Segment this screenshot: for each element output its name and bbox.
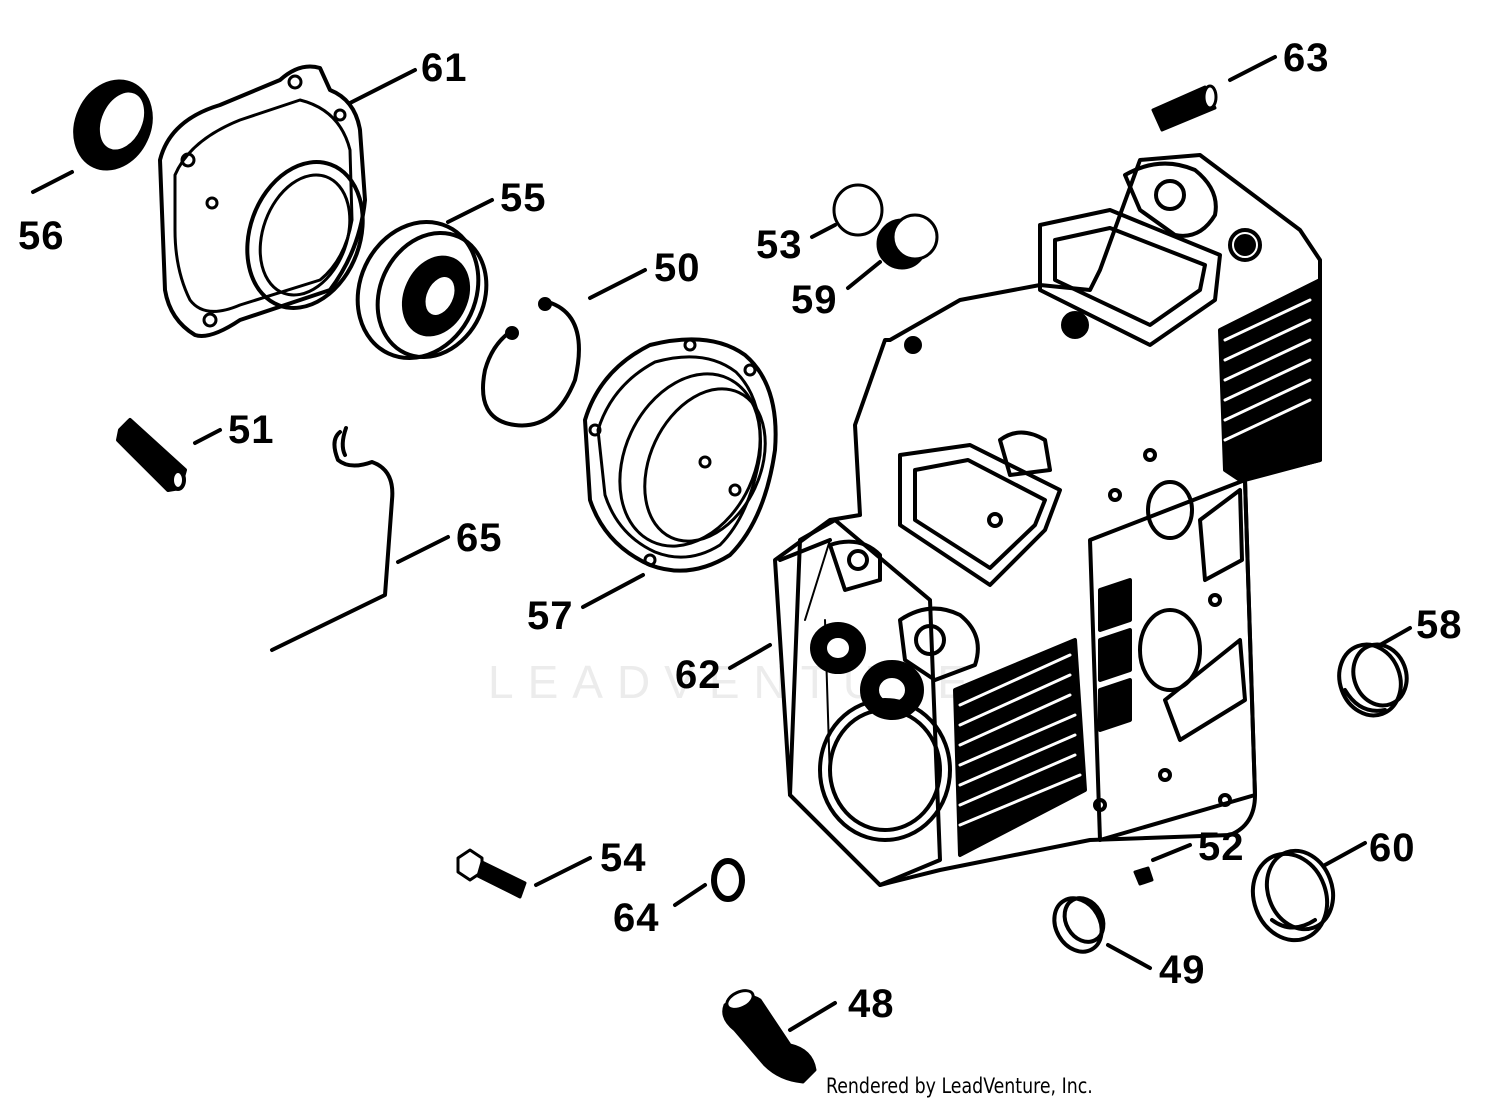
- callout-61: 61: [421, 46, 468, 90]
- callout-50: 50: [654, 246, 701, 290]
- leader-lines: [31, 55, 1412, 1032]
- callout-62: 62: [675, 653, 722, 697]
- crankcase-62: [773, 153, 1322, 887]
- callout-60: 60: [1369, 826, 1416, 870]
- bearing-plate-61: [158, 64, 367, 338]
- callout-53: 53: [756, 223, 803, 267]
- screw-54: [456, 848, 527, 899]
- dowel-pin-52: [1133, 866, 1154, 886]
- wire-rod-65: [270, 426, 395, 652]
- sleeve-bearing-58: [1337, 642, 1409, 718]
- callout-65: 65: [456, 516, 503, 560]
- ball-bearing-55: [355, 219, 489, 361]
- o-ring-64: [711, 858, 745, 902]
- plug-53: [832, 183, 884, 237]
- retaining-ring-50: [481, 297, 581, 428]
- callout-54: 54: [600, 836, 647, 880]
- callout-49: 49: [1159, 948, 1206, 992]
- stud-51: [116, 418, 187, 492]
- callout-64: 64: [613, 896, 660, 940]
- callout-52: 52: [1198, 825, 1245, 869]
- callout-57: 57: [527, 594, 574, 638]
- gasket-set-57: [583, 337, 778, 573]
- callout-56: 56: [18, 214, 65, 258]
- seal-56: [73, 79, 153, 171]
- callout-58: 58: [1416, 603, 1463, 647]
- callout-59: 59: [791, 278, 838, 322]
- callout-48: 48: [848, 982, 895, 1026]
- pin-63: [1151, 84, 1218, 132]
- callout-55: 55: [500, 176, 547, 220]
- bushing-60: [1250, 848, 1336, 943]
- bushing-49: [1052, 896, 1106, 954]
- callout-51: 51: [228, 408, 275, 452]
- elbow-fitting-48: [722, 989, 817, 1084]
- render-credit: Rendered by LeadVenture, Inc.: [826, 1074, 1093, 1098]
- cup-plug-59: [876, 213, 939, 270]
- callout-63: 63: [1283, 36, 1330, 80]
